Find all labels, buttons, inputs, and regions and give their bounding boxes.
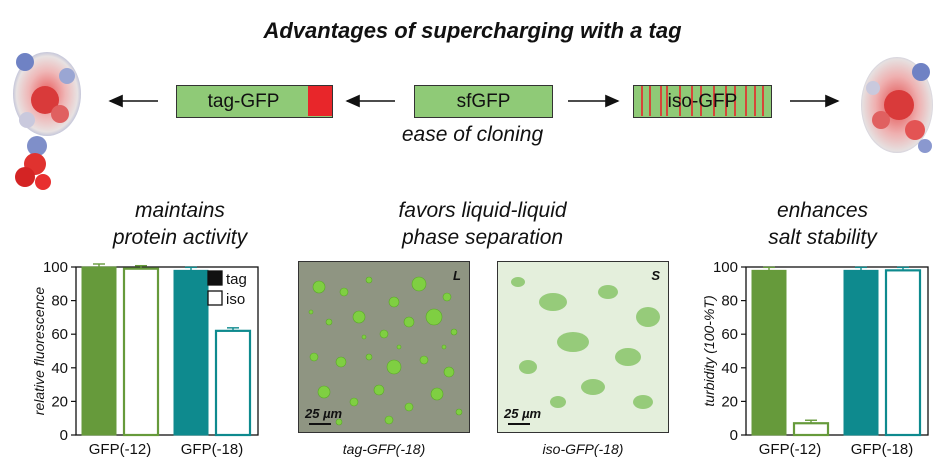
phase-title-line1: favors liquid-liquid — [398, 199, 567, 222]
y-tick-label: 40 — [721, 360, 738, 377]
y-tick-label: 20 — [721, 393, 738, 410]
y-tick-label: 20 — [51, 393, 68, 410]
legend-swatch-tag — [207, 270, 223, 286]
y-axis-label: relative fluorescence — [31, 287, 47, 416]
phase-title-line2: phase separation — [401, 226, 564, 249]
salt-title-line1: enhances — [776, 199, 869, 222]
y-tick-label: 80 — [721, 293, 738, 310]
iso-gfp-aggregates — [508, 277, 660, 425]
activity-title-line2: protein activity — [112, 226, 248, 249]
iso-corner-label: S — [651, 268, 660, 283]
tag-micrograph-caption: tag-GFP(-18) — [342, 441, 426, 457]
legend-label-tag: tag — [226, 271, 247, 288]
filled-bar-2 — [843, 269, 879, 436]
x-group-label: GFP(-12) — [759, 441, 822, 458]
salt-title-line2: salt stability — [768, 226, 877, 249]
charged-tag-block — [308, 86, 332, 116]
legend-label-iso: iso — [226, 291, 245, 308]
y-tick-label: 0 — [60, 427, 68, 444]
salt-panel-title: enhances salt stability — [700, 197, 945, 251]
open-bar-2 — [884, 269, 922, 437]
sfgfp-construct: sfGFP — [414, 85, 553, 118]
tag-gfp-droplets — [308, 276, 463, 426]
filled-bar-1 — [751, 269, 787, 436]
phase-panel-title: favors liquid-liquid phase separation — [340, 197, 625, 251]
tag-scale-label: 25 µm — [305, 406, 343, 421]
tag-bar-1 — [81, 266, 117, 436]
construct-arrows — [108, 94, 840, 108]
tag-corner-label: L — [453, 268, 461, 283]
y-tick-label: 40 — [51, 360, 68, 377]
iso-gfp-construct: iso-GFP — [633, 85, 772, 118]
y-tick-label: 0 — [730, 427, 738, 444]
iso-micrograph-caption: iso-GFP(-18) — [542, 441, 624, 457]
iso-bar-1 — [122, 267, 160, 437]
y-tick-label: 60 — [51, 326, 68, 343]
cloning-caption: ease of cloning — [401, 123, 544, 146]
y-tick-label: 100 — [43, 259, 68, 276]
tag-gfp-label: tag-GFP — [207, 90, 280, 112]
x-group-label: GFP(-18) — [181, 441, 244, 458]
y-tick-label: 100 — [713, 259, 738, 276]
y-axis-label: turbidity (100-%T) — [701, 295, 717, 406]
sfgfp-label: sfGFP — [456, 90, 511, 112]
distributed-mutation-stripes — [641, 86, 764, 116]
iso-scale-label: 25 µm — [504, 406, 542, 421]
tag-gfp-micrograph: L 25 µm — [298, 261, 470, 433]
figure-title: Advantages of supercharging with a tag — [263, 18, 682, 43]
activity-title-line1: maintains — [135, 199, 225, 222]
x-group-label: GFP(-12) — [89, 441, 152, 458]
y-tick-label: 60 — [721, 326, 738, 343]
tag-gfp-structure-image — [13, 52, 81, 190]
tag-bar-2 — [173, 269, 209, 436]
plot-frame — [75, 266, 259, 436]
iso-gfp-structure-image — [861, 57, 933, 153]
iso-gfp-label: iso-GFP — [667, 90, 738, 112]
iso-gfp-micrograph: S 25 µm — [497, 261, 669, 433]
activity-panel-title: maintains protein activity — [60, 197, 300, 251]
activity-bar-chart: 0 20 40 60 80 100 relative fluorescenceGFP(-12… — [31, 259, 259, 458]
legend-swatch-iso — [207, 290, 223, 306]
open-bar-1 — [792, 422, 830, 437]
tag-gfp-construct: tag-GFP — [176, 85, 333, 118]
iso-bar-2 — [214, 329, 252, 437]
plot-frame — [745, 266, 929, 436]
y-tick-label: 80 — [51, 293, 68, 310]
salt-bar-chart: 0 20 40 60 80 100 turbidity (100-%T) GFP(-12) GF… — [701, 259, 929, 458]
x-group-label: GFP(-18) — [851, 441, 914, 458]
